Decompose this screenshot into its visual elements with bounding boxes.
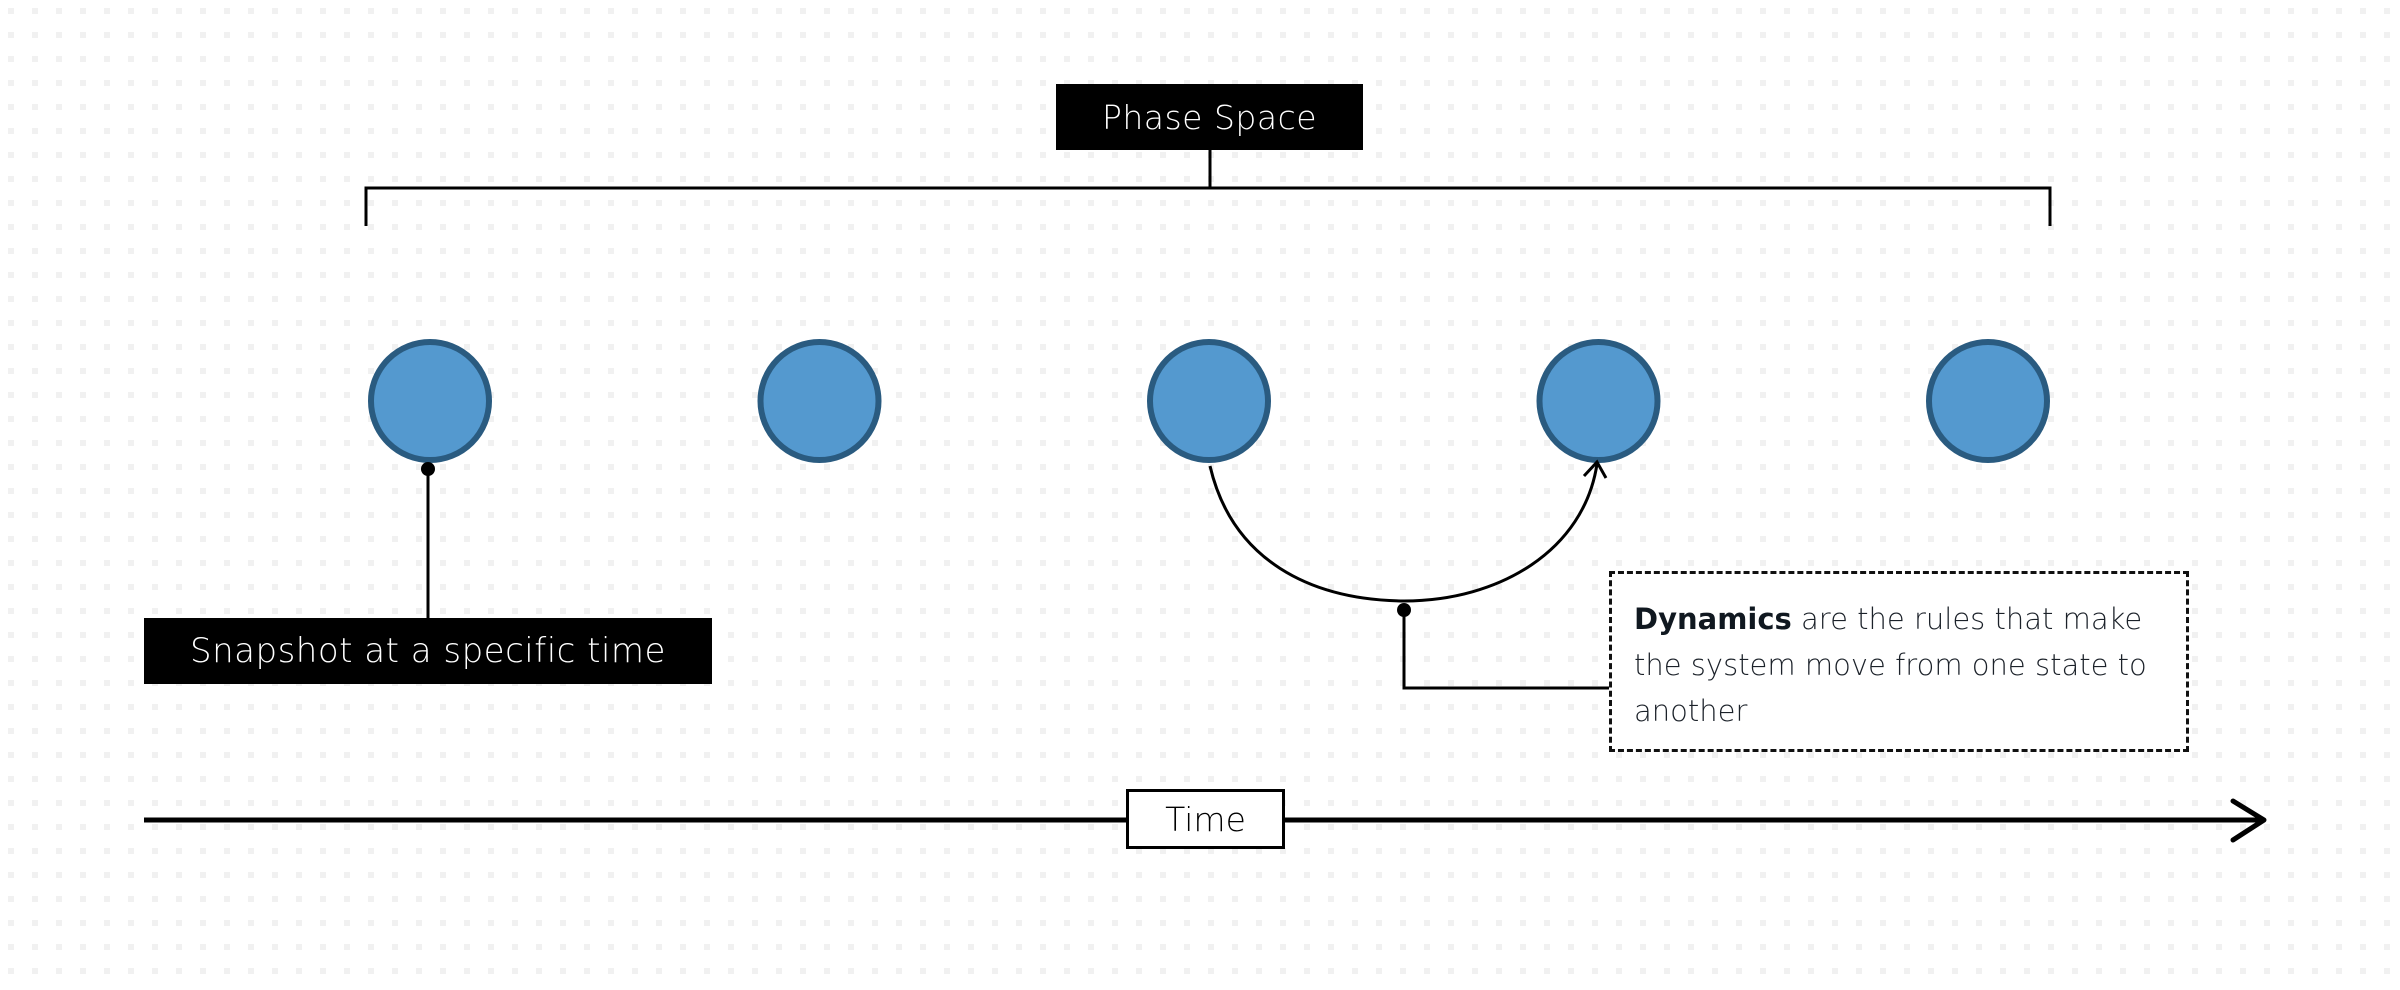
- connector-dot: [1397, 603, 1411, 617]
- phase-space-bracket: [364, 150, 2052, 226]
- dynamics-callout: Dynamics are the rules that make the sys…: [1609, 571, 2189, 752]
- snapshot-label: Snapshot at a specific time: [144, 618, 712, 684]
- phase-space-text: Phase Space: [1101, 97, 1318, 137]
- dynamics-connector: [1397, 603, 1609, 690]
- arrowhead-icon: [1582, 459, 1608, 479]
- dynamics-description: are the rules that make the system move …: [1634, 602, 2147, 728]
- state-circle: [757, 339, 882, 463]
- dynamics-term: Dynamics: [1634, 602, 1792, 636]
- time-axis-label: Time: [1126, 789, 1285, 849]
- state-circles: [368, 339, 2050, 463]
- connector-dot: [421, 462, 435, 476]
- state-circle: [1536, 339, 1661, 463]
- time-text: Time: [1165, 799, 1246, 839]
- state-circle: [1147, 339, 1271, 463]
- snapshot-text: Snapshot at a specific time: [190, 631, 666, 671]
- state-circle: [368, 339, 492, 463]
- snapshot-connector: [421, 462, 435, 618]
- state-circle: [1926, 339, 2050, 463]
- arrow-right-icon: [2230, 798, 2267, 843]
- dynamics-transition-arrow: [1208, 459, 1608, 603]
- phase-space-label: Phase Space: [1056, 84, 1363, 150]
